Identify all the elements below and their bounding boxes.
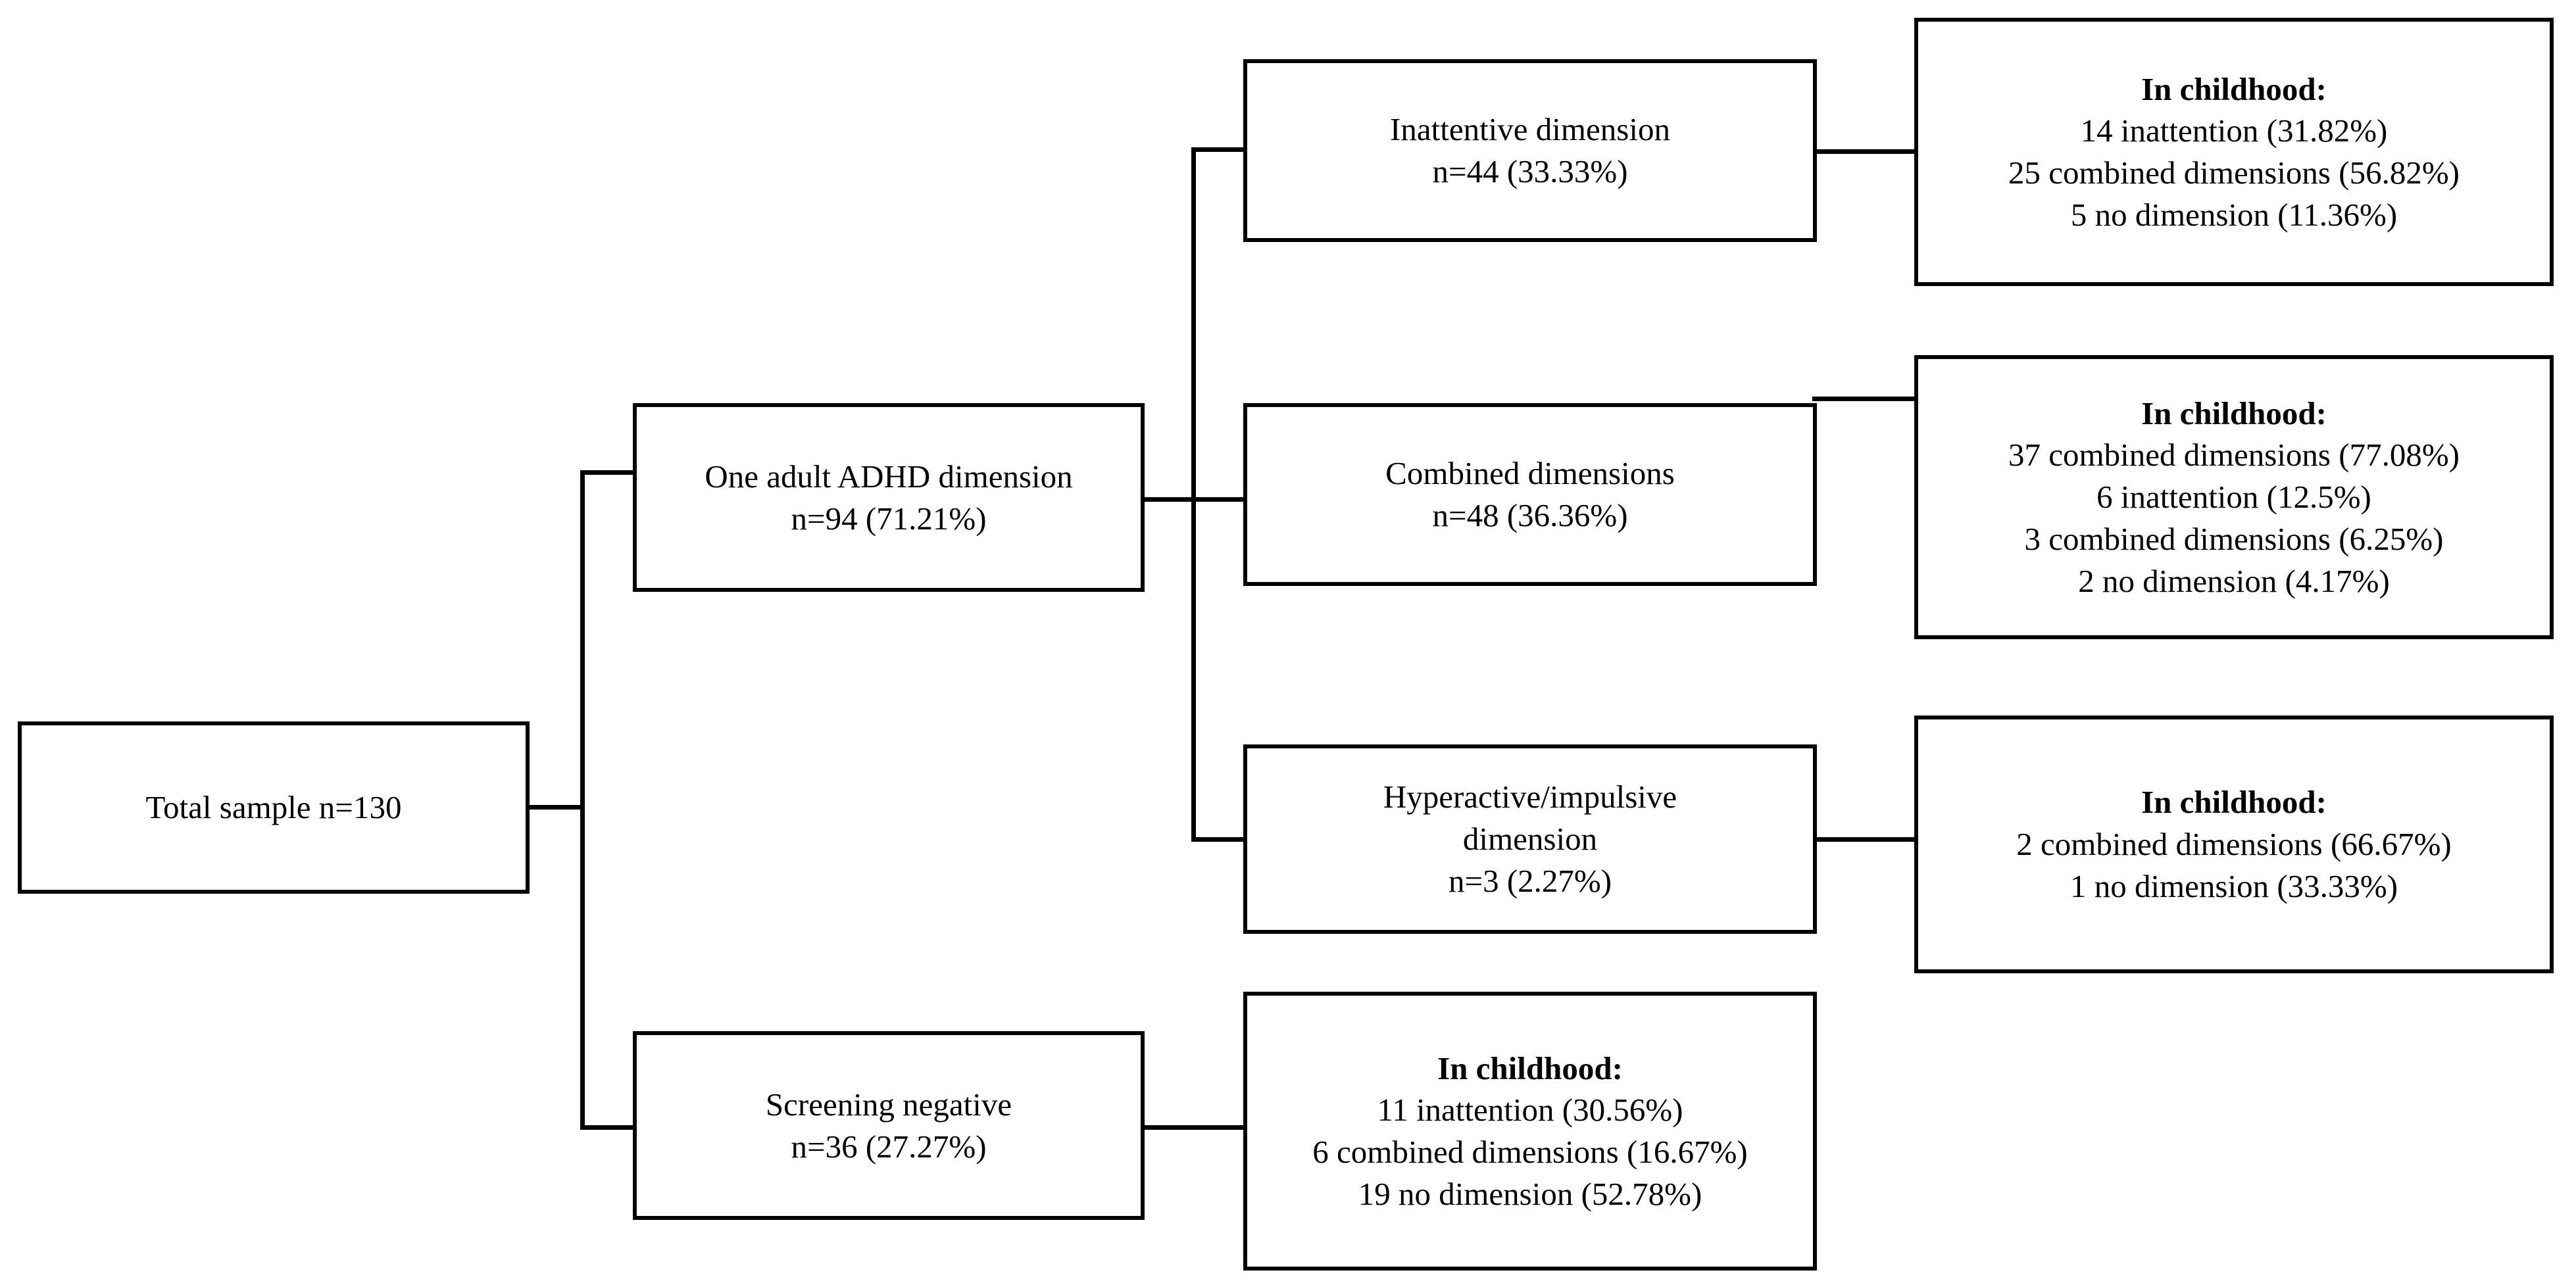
connector-inattentive-to-childhood	[1812, 149, 1916, 154]
hyperactive-line-1: Hyperactive/impulsive	[1383, 779, 1677, 815]
connector-trunk-b-to-combined	[1191, 497, 1245, 502]
childhood-screening-negative-line-1: 11 inattention (30.56%)	[1377, 1092, 1683, 1128]
connector-trunk-b-to-inattentive	[1191, 147, 1245, 152]
node-childhood-outcome-combined[interactable]: In childhood: 37 combined dimensions (77…	[1914, 355, 2554, 639]
childhood-combined-line-1: 37 combined dimensions (77.08%)	[2008, 437, 2460, 473]
inattentive-line-1: Inattentive dimension	[1390, 111, 1670, 148]
total-sample-line-1: Total sample n=130	[145, 789, 402, 826]
connector-trunk-a-to-one-dimension	[580, 470, 637, 475]
connector-total-to-trunk	[530, 805, 585, 810]
node-total-sample[interactable]: Total sample n=130	[18, 721, 530, 894]
childhood-hyperactive-heading: In childhood:	[2141, 784, 2327, 821]
childhood-combined-line-4: 2 no dimension (4.17%)	[2078, 562, 2390, 599]
childhood-combined-heading: In childhood:	[2141, 395, 2327, 431]
hyperactive-line-3: n=3 (2.27%)	[1448, 862, 1612, 899]
one-dimension-line-1: One adult ADHD dimension	[705, 458, 1073, 495]
node-screening-negative[interactable]: Screening negative n=36 (27.27%)	[633, 1031, 1145, 1220]
node-hyperactive-impulsive-dimension[interactable]: Hyperactive/impulsive dimension n=3 (2.2…	[1243, 744, 1817, 934]
connector-trunk-b-to-hyperactive	[1191, 837, 1245, 842]
connector-trunk-b-vertical	[1191, 147, 1196, 842]
childhood-hyperactive-line-2: 1 no dimension (33.33%)	[2069, 867, 2398, 904]
connector-screening-negative-to-childhood	[1143, 1125, 1247, 1130]
node-childhood-outcome-hyperactive[interactable]: In childhood: 2 combined dimensions (66.…	[1914, 715, 2554, 973]
childhood-screening-negative-line-3: 19 no dimension (52.78%)	[1358, 1175, 1702, 1212]
one-dimension-line-2: n=94 (71.21%)	[791, 500, 987, 537]
childhood-inattentive-line-2: 25 combined dimensions (56.82%)	[2008, 155, 2460, 191]
node-one-adult-adhd-dimension[interactable]: One adult ADHD dimension n=94 (71.21%)	[633, 403, 1145, 592]
connector-trunk-a-to-screening-negative	[580, 1125, 637, 1130]
childhood-inattentive-heading: In childhood:	[2141, 70, 2327, 107]
combined-line-2: n=48 (36.36%)	[1432, 497, 1628, 533]
hyperactive-line-2: dimension	[1462, 821, 1598, 858]
childhood-hyperactive-line-1: 2 combined dimensions (66.67%)	[2016, 826, 2452, 863]
inattentive-line-2: n=44 (33.33%)	[1432, 153, 1628, 189]
connector-hyperactive-to-childhood	[1812, 837, 1916, 842]
connector-trunk-a-vertical	[580, 470, 585, 1130]
childhood-screening-negative-line-2: 6 combined dimensions (16.67%)	[1312, 1134, 1748, 1170]
node-inattentive-dimension[interactable]: Inattentive dimension n=44 (33.33%)	[1243, 59, 1817, 242]
connector-combined-to-childhood	[1812, 397, 1916, 401]
screening-negative-line-2: n=36 (27.27%)	[791, 1128, 987, 1165]
node-childhood-outcome-screening-negative[interactable]: In childhood: 11 inattention (30.56%) 6 …	[1243, 992, 1817, 1271]
childhood-screening-negative-heading: In childhood:	[1437, 1050, 1623, 1086]
screening-negative-line-1: Screening negative	[765, 1086, 1012, 1123]
childhood-inattentive-line-3: 5 no dimension (11.36%)	[2070, 196, 2398, 233]
childhood-combined-line-3: 3 combined dimensions (6.25%)	[2024, 520, 2444, 557]
combined-line-1: Combined dimensions	[1385, 455, 1675, 492]
childhood-combined-line-2: 6 inattention (12.5%)	[2096, 479, 2371, 516]
node-combined-dimensions[interactable]: Combined dimensions n=48 (36.36%)	[1243, 403, 1817, 586]
connector-one-dimension-to-trunk-b	[1143, 497, 1196, 502]
node-childhood-outcome-inattentive[interactable]: In childhood: 14 inattention (31.82%) 25…	[1914, 18, 2554, 286]
childhood-inattentive-line-1: 14 inattention (31.82%)	[2080, 112, 2388, 149]
